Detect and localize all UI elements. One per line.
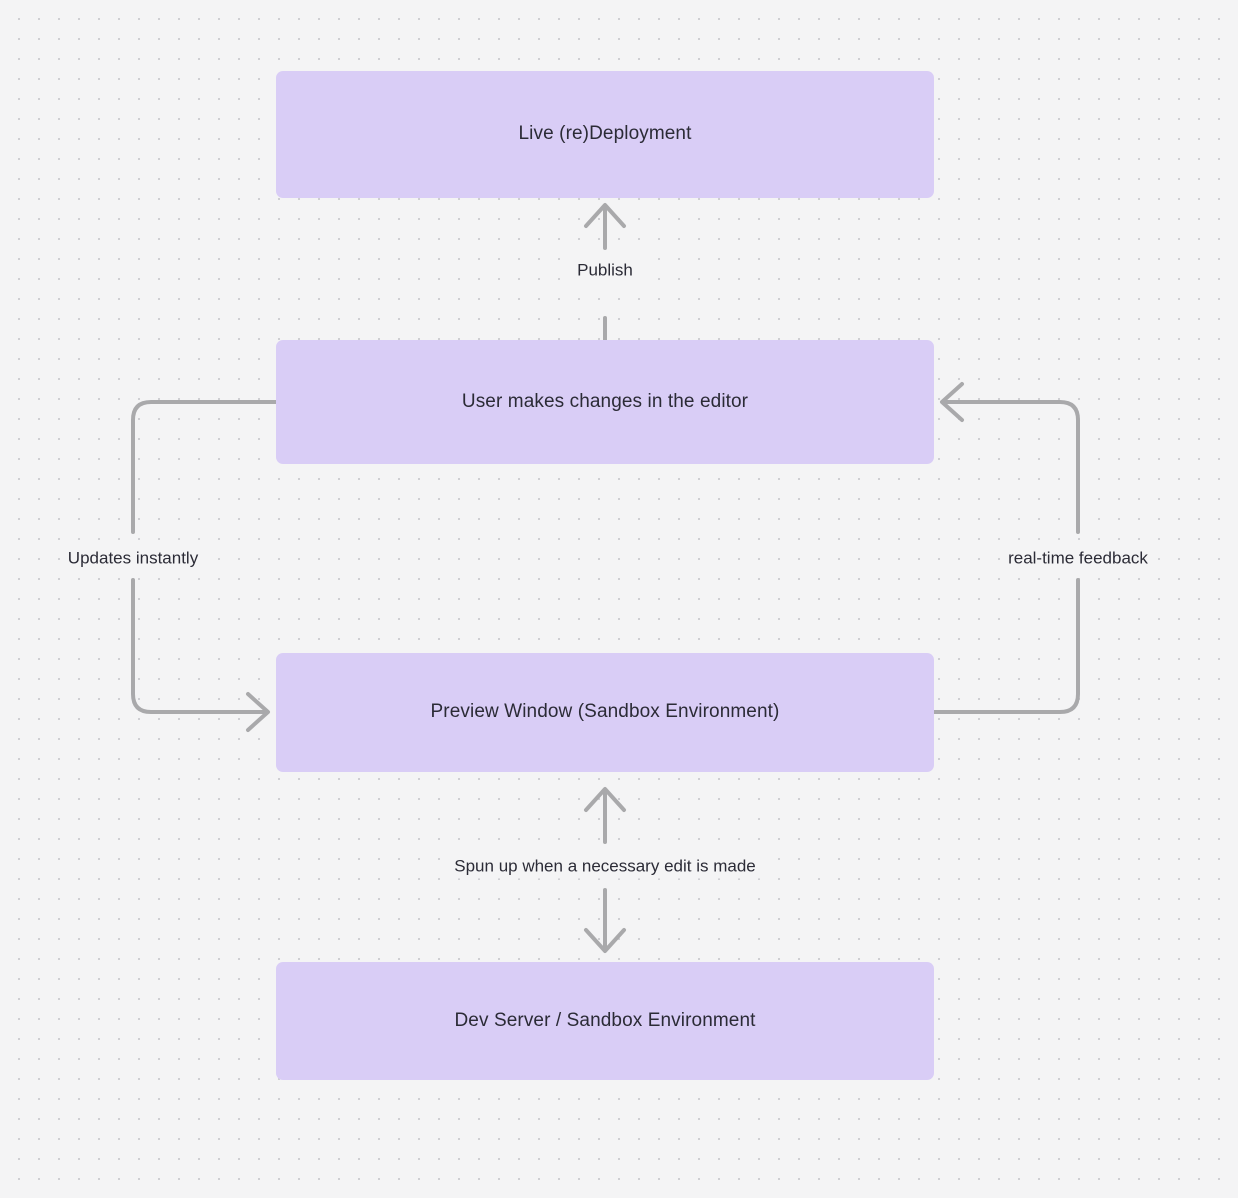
arrowhead-left-icon <box>940 382 964 422</box>
edge-label-real-time-feedback: real-time feedback <box>1001 545 1155 571</box>
arrowhead-up-icon <box>584 787 626 812</box>
node-live-deployment-label: Live (re)Deployment <box>518 123 692 145</box>
edge-label-publish: Publish <box>570 257 640 283</box>
node-preview-window-label: Preview Window (Sandbox Environment) <box>430 701 780 723</box>
arrowhead-right-icon <box>246 692 270 732</box>
arrowhead-up-icon <box>584 203 626 228</box>
edge-label-updates-instantly: Updates instantly <box>60 545 206 571</box>
node-dev-server[interactable]: Dev Server / Sandbox Environment <box>276 962 934 1080</box>
edge-updates-instantly-upper-segment <box>131 400 278 534</box>
edge-real-time-feedback-lower-segment <box>932 578 1080 714</box>
edge-real-time-feedback-upper-segment <box>942 400 1080 534</box>
node-preview-window[interactable]: Preview Window (Sandbox Environment) <box>276 653 934 772</box>
node-user-edits-label: User makes changes in the editor <box>461 390 749 412</box>
node-dev-server-label: Dev Server / Sandbox Environment <box>454 1009 756 1031</box>
node-user-edits[interactable]: User makes changes in the editor <box>276 340 934 464</box>
node-live-deployment[interactable]: Live (re)Deployment <box>276 71 934 198</box>
arrowhead-down-icon <box>584 928 626 953</box>
edge-label-spun-up: Spun up when a necessary edit is made <box>447 853 763 879</box>
edge-updates-instantly-lower-segment <box>131 578 268 714</box>
